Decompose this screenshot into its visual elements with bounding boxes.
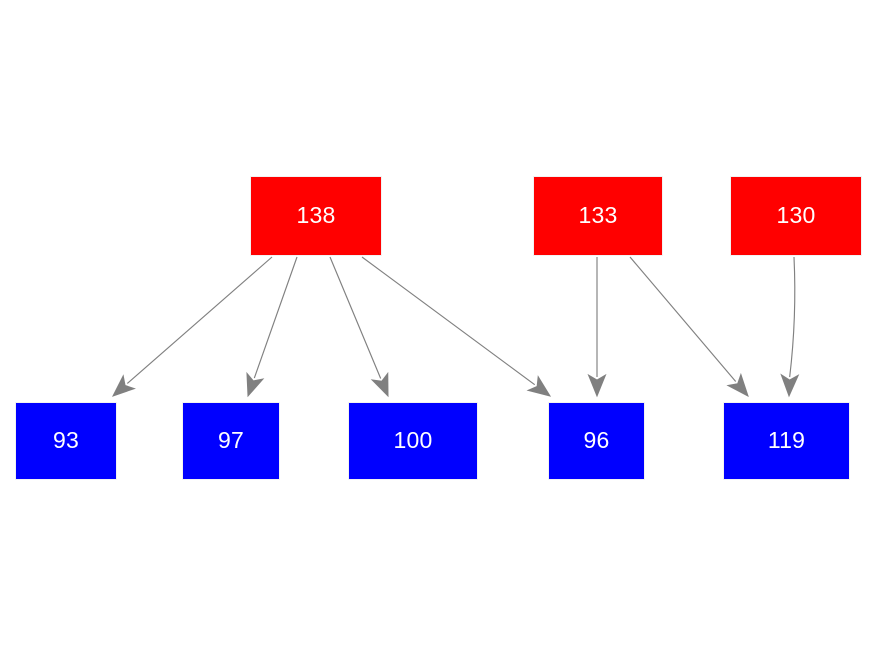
graph-node-93[interactable]: 93 — [15, 402, 117, 480]
node-label: 138 — [296, 201, 336, 228]
graph-edge-138-to-96 — [361, 256, 552, 397]
node-label: 133 — [578, 201, 618, 228]
graph-edge-130-to-119 — [780, 256, 800, 398]
node-label: 96 — [583, 426, 610, 453]
node-label: 119 — [767, 426, 806, 453]
node-label: 100 — [393, 426, 433, 453]
graph-edge-133-to-119 — [629, 256, 749, 398]
node-label: 93 — [53, 426, 79, 453]
graph-edge-138-to-93 — [111, 256, 273, 397]
graph-edge-133-to-96 — [587, 257, 607, 398]
graph-node-100[interactable]: 100 — [348, 402, 478, 480]
graph-node-119[interactable]: 119 — [723, 402, 850, 480]
graph-node-133[interactable]: 133 — [533, 176, 663, 256]
graph-edge-138-to-97 — [246, 256, 298, 398]
graph-node-96[interactable]: 96 — [548, 402, 645, 480]
node-label: 97 — [218, 426, 244, 453]
graph-node-97[interactable]: 97 — [182, 402, 280, 480]
graph-node-138[interactable]: 138 — [250, 176, 382, 256]
graph-node-130[interactable]: 130 — [730, 176, 862, 256]
graph-edge-138-to-100 — [329, 256, 389, 398]
node-label: 130 — [776, 201, 816, 228]
